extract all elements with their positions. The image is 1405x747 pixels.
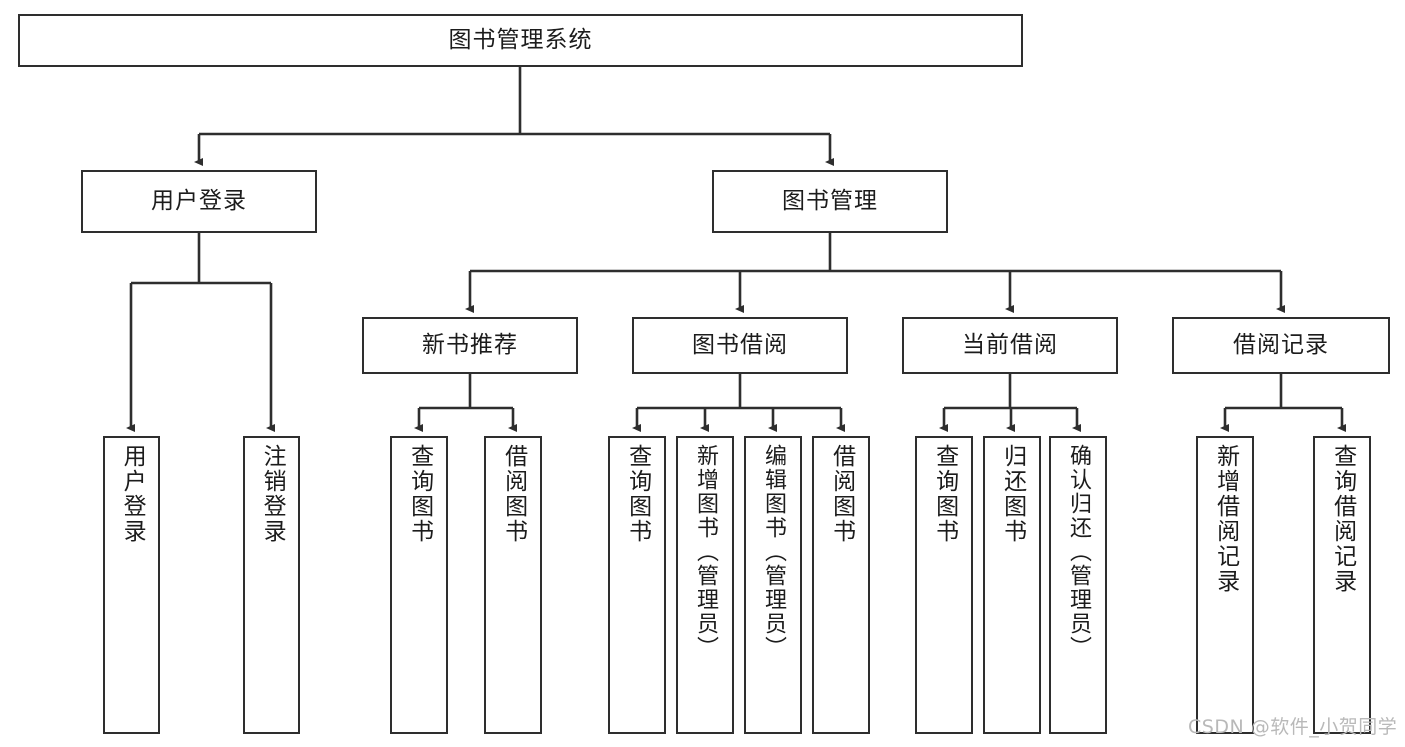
leaf-query-book-borrow[interactable]: 查询图书 [608,436,666,734]
leaf-confirm-return-admin[interactable]: 确认归还（管理员） [1049,436,1107,734]
leaf-borrow-book[interactable]: 借阅图书 [812,436,870,734]
node-label: 用户登录 [119,444,146,544]
node-label: 编辑图书（管理员） [760,444,786,660]
leaf-user-login[interactable]: 用户登录 [103,436,160,734]
node-label: 查询图书 [406,444,433,544]
node-label: 确认归还（管理员） [1065,444,1091,660]
node-current-borrow[interactable]: 当前借阅 [902,317,1118,374]
node-label: 查询借阅记录 [1329,444,1356,594]
leaf-add-book-admin[interactable]: 新增图书（管理员） [676,436,734,734]
node-label: 用户登录 [151,187,247,214]
node-label: 新增借阅记录 [1212,444,1239,594]
node-user-login[interactable]: 用户登录 [81,170,317,233]
node-label: 图书借阅 [692,331,788,358]
leaf-edit-book-admin[interactable]: 编辑图书（管理员） [744,436,802,734]
node-root-book-management-system[interactable]: 图书管理系统 [18,14,1023,67]
node-label: 借阅图书 [500,444,527,544]
node-label: 借阅图书 [828,444,855,544]
leaf-borrow-book-new-recommend[interactable]: 借阅图书 [484,436,542,734]
node-label: 图书管理 [782,187,878,214]
node-label: 归还图书 [999,444,1026,544]
node-label: 新书推荐 [422,331,518,358]
leaf-return-book[interactable]: 归还图书 [983,436,1041,734]
watermark-text: CSDN @软件_小贺同学 [1188,716,1398,738]
node-book-management[interactable]: 图书管理 [712,170,948,233]
node-new-book-recommend[interactable]: 新书推荐 [362,317,578,374]
leaf-query-book-new-recommend[interactable]: 查询图书 [390,436,448,734]
node-label: 查询图书 [624,444,651,544]
node-borrow-record[interactable]: 借阅记录 [1172,317,1390,374]
leaf-query-borrow-record[interactable]: 查询借阅记录 [1313,436,1371,734]
node-label: 当前借阅 [962,331,1058,358]
node-label: 借阅记录 [1233,331,1329,358]
leaf-logout-login[interactable]: 注销登录 [243,436,300,734]
leaf-query-book-current[interactable]: 查询图书 [915,436,973,734]
node-label: 查询图书 [931,444,958,544]
node-book-borrow[interactable]: 图书借阅 [632,317,848,374]
node-label: 新增图书（管理员） [692,444,718,660]
node-label: 注销登录 [259,444,286,544]
node-label: 图书管理系统 [448,26,593,53]
leaf-add-borrow-record[interactable]: 新增借阅记录 [1196,436,1254,734]
